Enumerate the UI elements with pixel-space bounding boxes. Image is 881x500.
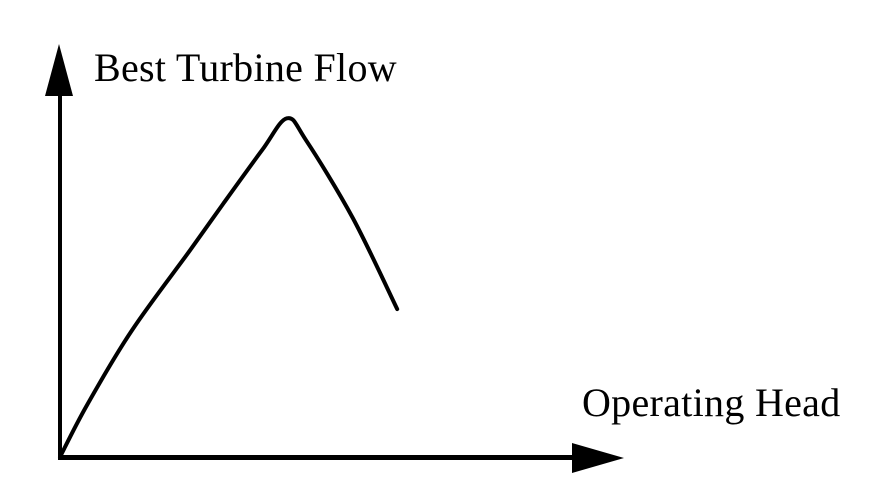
y-axis-label: Best Turbine Flow — [94, 45, 397, 90]
y-axis-arrowhead-icon — [45, 44, 73, 96]
x-axis-label: Operating Head — [582, 380, 841, 425]
x-axis-arrowhead-icon — [572, 443, 624, 473]
flow-curve — [58, 116, 400, 459]
